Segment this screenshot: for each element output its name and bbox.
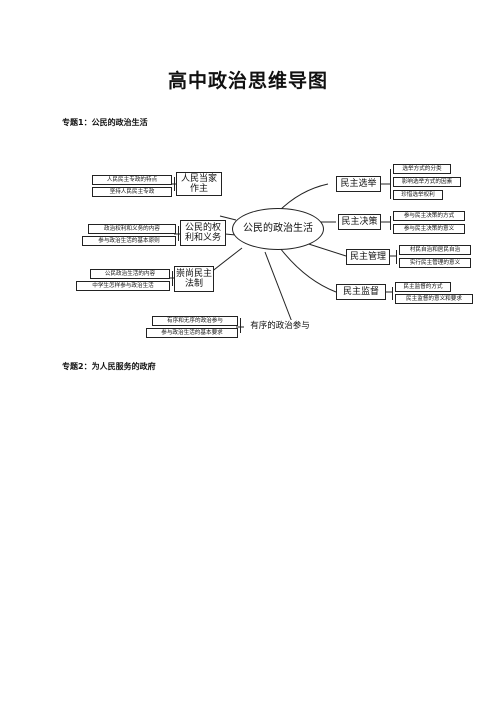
sub-item: 影响选举方式的因素	[393, 177, 461, 187]
sub-item: 实行民主管理的意义	[399, 258, 471, 268]
sub-item: 参与政治生活的基本原则	[82, 236, 176, 246]
main-node-left-4: 有序的政治参与	[244, 320, 316, 334]
section-heading-2: 专题2：为人民服务的政府	[62, 362, 156, 371]
main-node-left-2: 公民的权利和义务	[180, 220, 226, 246]
sub-item: 民主监督的意义和要求	[395, 294, 473, 304]
sub-item: 参与民主决策的意义	[393, 224, 465, 234]
main-node-left-1: 人民当家作主	[176, 172, 222, 196]
main-node-right-3: 民主管理	[346, 249, 390, 265]
sub-item: 公民政治生活的内容	[90, 269, 170, 279]
center-node: 公民的政治生活	[232, 208, 324, 250]
sub-item: 选举方式的分类	[393, 164, 451, 174]
mind-map: 公民的政治生活 人民当家作主 公民的权利和义务 崇尚民主法制 有序的政治参与 人…	[60, 150, 480, 350]
main-node-right-4: 民主监督	[336, 284, 386, 300]
sub-item: 珍惜选举权利	[393, 190, 443, 200]
document-title: 高中政治思维导图	[167, 70, 328, 92]
sub-item: 中学生怎样参与政治生活	[76, 281, 170, 291]
sub-item: 有序和无序的政治参与	[152, 316, 238, 326]
sub-item: 政治权利和义务的内容	[88, 224, 176, 234]
sub-item: 参与民主决策的方式	[393, 211, 465, 221]
sub-item: 村民自治和居民自治	[399, 245, 471, 255]
main-node-left-3: 崇尚民主法制	[174, 266, 214, 292]
sub-item: 民主监督的方式	[395, 282, 451, 292]
sub-item: 坚持人民民主专政	[92, 187, 172, 197]
main-node-right-2: 民主决策	[338, 214, 381, 230]
main-node-right-1: 民主选举	[336, 176, 381, 192]
sub-item: 参与政治生活的基本要求	[146, 328, 238, 338]
section-heading-1: 专题1：公民的政治生活	[62, 118, 148, 127]
sub-item: 人民民主专政的特点	[92, 175, 172, 185]
